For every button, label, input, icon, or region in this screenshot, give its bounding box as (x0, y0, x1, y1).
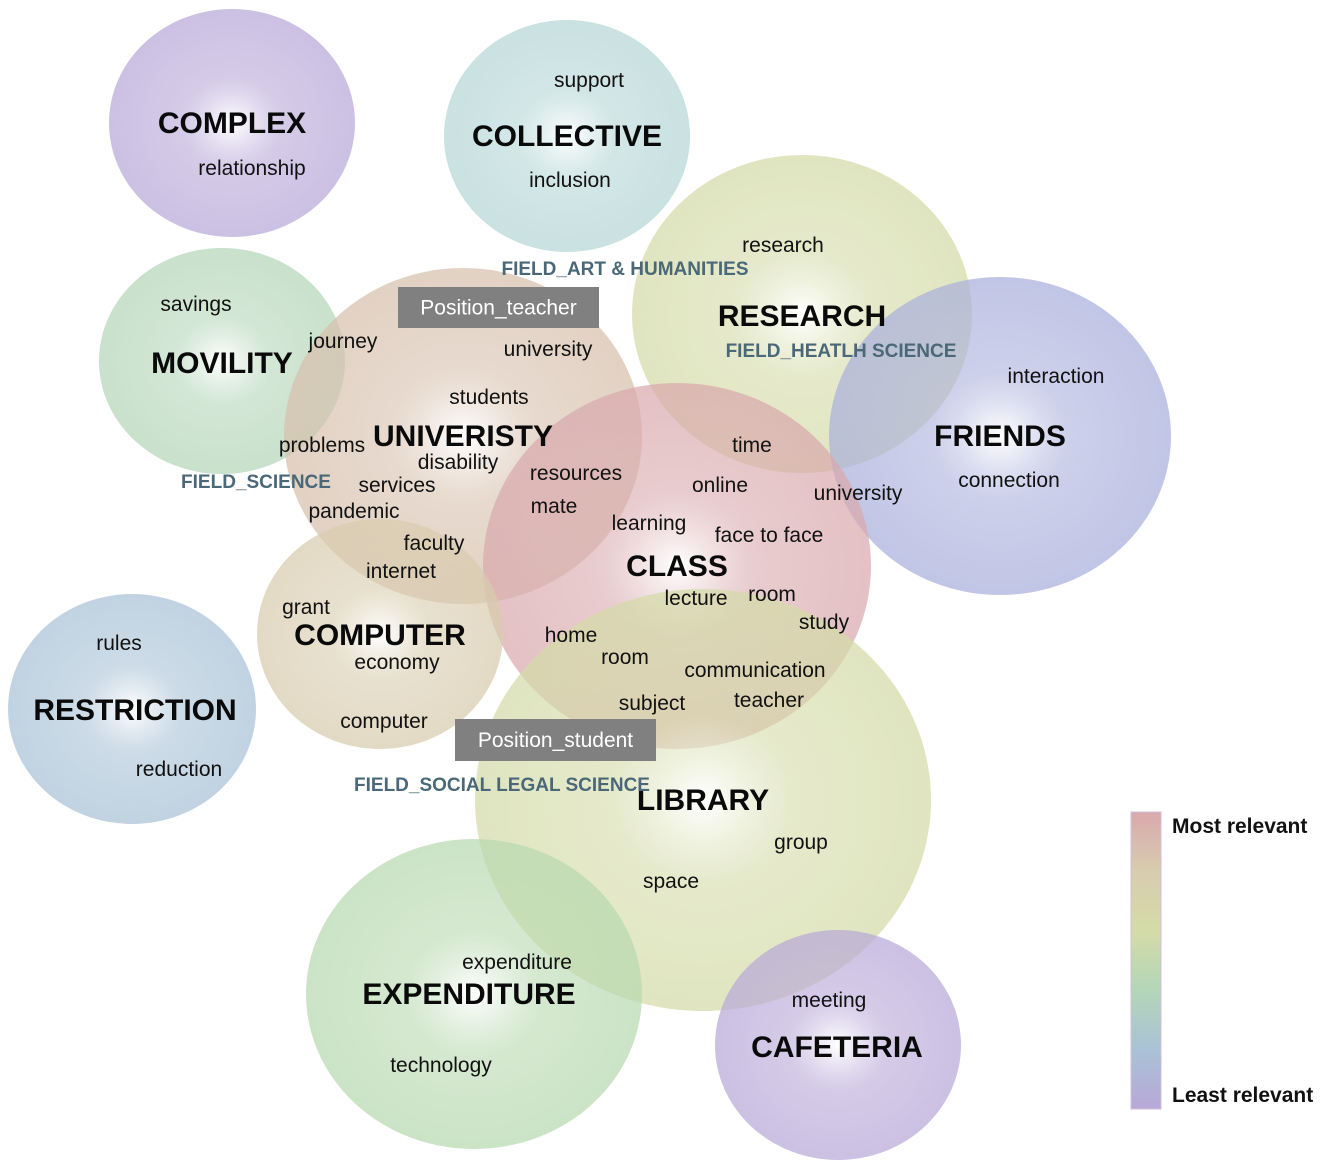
word-label: communication (684, 659, 825, 682)
word-label: interaction (1008, 365, 1105, 388)
word-label: services (358, 474, 435, 497)
word-label: economy (354, 651, 440, 674)
bubble-collective (444, 20, 690, 252)
field-label: FIELD_HEATLH SCIENCE (726, 341, 957, 362)
bubble-restriction (8, 594, 256, 824)
word-label: support (554, 69, 624, 92)
word-label: technology (390, 1054, 492, 1077)
word-label: grant (282, 596, 330, 619)
word-label: space (643, 870, 699, 893)
word-label: meeting (792, 989, 867, 1012)
word-label: savings (160, 293, 231, 316)
word-label: university (504, 338, 593, 361)
word-label: resources (530, 462, 622, 485)
field-label: FIELD_ART & HUMANITIES (502, 259, 749, 280)
word-label: room (748, 583, 796, 606)
position-box (455, 719, 656, 761)
topic-label-restriction: RESTRICTION (33, 694, 236, 727)
bubbles-layer (8, 9, 1171, 1160)
legend-color-bar (1130, 811, 1162, 1110)
word-label: research (742, 234, 824, 257)
bubble-computer (257, 519, 503, 749)
position-label: Position_student (478, 729, 633, 752)
labels-layer: COMPLEX relationship COLLECTIVE support incl… (33, 69, 1104, 1077)
topic-label-class: CLASS (626, 550, 728, 583)
field-label: FIELD_SOCIAL LEGAL SCIENCE (354, 775, 650, 796)
word-label: problems (279, 434, 365, 457)
word-label: reduction (136, 758, 222, 781)
word-label: university (814, 482, 903, 505)
topic-label-expenditure: EXPENDITURE (362, 978, 575, 1011)
topic-label-complex: COMPLEX (158, 107, 306, 140)
bubble-cafeteria (715, 930, 961, 1160)
topic-label-cafeteria: CAFETERIA (751, 1031, 923, 1064)
word-label: time (732, 434, 772, 457)
word-label: rules (96, 632, 142, 655)
word-label: connection (958, 469, 1060, 492)
word-label: relationship (198, 157, 305, 180)
fields-layer: FIELD_ART & HUMANITIES FIELD_HEATLH SCIEN… (181, 259, 956, 796)
legend: Most relevant Least relevant (1130, 811, 1313, 1110)
word-label: face to face (715, 524, 824, 547)
topic-label-research: RESEARCH (718, 300, 886, 333)
topic-label-movility: MOVILITY (151, 347, 293, 380)
bubble-friends (829, 277, 1171, 595)
topic-label-library: LIBRARY (637, 784, 769, 817)
word-label: students (449, 386, 528, 409)
word-label: expenditure (462, 951, 572, 974)
word-label: learning (612, 512, 687, 535)
bubble-expenditure (306, 839, 642, 1149)
word-label: internet (366, 560, 436, 583)
word-label: computer (340, 710, 428, 733)
word-label: inclusion (529, 169, 611, 192)
legend-bottom-label: Least relevant (1172, 1084, 1313, 1107)
word-label: faculty (404, 532, 465, 555)
word-label: lecture (664, 587, 727, 610)
word-label: home (545, 624, 598, 647)
position-label: Position_teacher (420, 297, 576, 320)
bubble-movility (99, 248, 345, 474)
word-label: teacher (734, 689, 804, 712)
word-label: study (799, 611, 850, 634)
word-label: subject (619, 692, 686, 715)
position-box (398, 287, 599, 328)
word-label: journey (308, 330, 378, 353)
bubble-complex (109, 9, 355, 237)
word-label: online (692, 474, 748, 497)
word-label: mate (531, 495, 578, 518)
field-label: FIELD_SCIENCE (181, 472, 331, 493)
legend-top-label: Most relevant (1172, 815, 1307, 838)
word-label: disability (418, 451, 499, 474)
topic-label-friends: FRIENDS (934, 420, 1066, 453)
topic-label-computer: COMPUTER (294, 619, 466, 652)
word-label: group (774, 831, 828, 854)
topic-label-univeristy: UNIVERISTY (373, 420, 553, 453)
word-label: room (601, 646, 649, 669)
topic-label-collective: COLLECTIVE (472, 120, 662, 153)
word-label: pandemic (308, 500, 399, 523)
